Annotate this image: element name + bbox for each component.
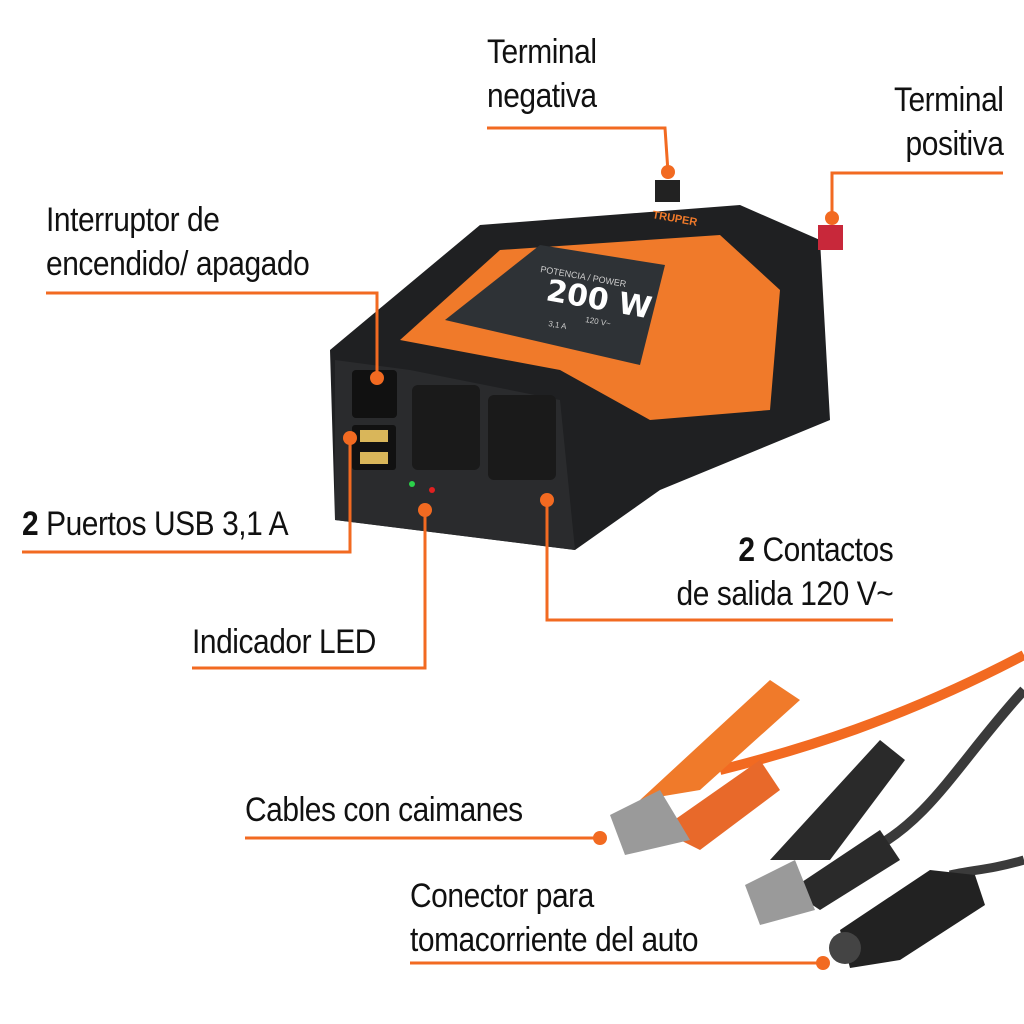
outlet-2	[488, 395, 556, 480]
label-clamps: Cables con caimanes	[245, 791, 523, 829]
usb-text: Puertos USB 3,1 A	[46, 505, 289, 543]
outlets-text: Contactos	[762, 531, 893, 569]
label-line: encendido/ apagado	[46, 245, 310, 283]
power-switch	[352, 370, 397, 418]
black-cable	[867, 686, 1024, 855]
label-power-switch: Interruptor de encendido/ apagado	[46, 198, 310, 286]
label-led: Indicador LED	[192, 623, 376, 661]
negative-terminal	[655, 180, 680, 202]
label-negative-terminal: Terminal negativa	[487, 30, 597, 118]
leader-lines	[22, 126, 1003, 965]
usb-count: 2	[22, 505, 39, 543]
label-line: Terminal	[487, 33, 597, 71]
car-plug	[829, 870, 985, 968]
label-usb-ports: 2 Puertos USB 3,1 A	[22, 502, 289, 546]
label-car-connector: Conector para tomacorriente del auto	[410, 874, 698, 962]
label-line: 2 Contactos	[676, 528, 893, 572]
connector-cable	[948, 855, 1024, 880]
positive-terminal	[818, 225, 843, 250]
led-red	[429, 487, 435, 493]
inverter-body: 200 W POTENCIA / POWER 120 V~ 3,1 A TRUP…	[330, 180, 843, 550]
label-line: tomacorriente del auto	[410, 921, 699, 959]
led-green	[409, 481, 415, 487]
outlets-count: 2	[738, 531, 755, 569]
label-line: positiva	[905, 125, 1003, 163]
orange-clamp	[610, 680, 800, 855]
label-line: Conector para	[410, 877, 594, 915]
label-line: Terminal	[893, 81, 1003, 119]
label-line: negativa	[487, 77, 597, 115]
black-clamp	[745, 740, 905, 925]
label-positive-terminal: Terminal positiva	[893, 78, 1003, 166]
orange-cable	[718, 650, 1024, 775]
outlet-1	[412, 385, 480, 470]
leader-dots	[343, 165, 839, 970]
label-line: Interruptor de	[46, 201, 220, 239]
panel-usb-current: 3,1 A	[548, 319, 568, 331]
label-outlets: 2 Contactos de salida 120 V~	[676, 528, 893, 616]
label-line: de salida 120 V~	[676, 575, 893, 613]
panel-voltage: 120 V~	[585, 315, 612, 328]
